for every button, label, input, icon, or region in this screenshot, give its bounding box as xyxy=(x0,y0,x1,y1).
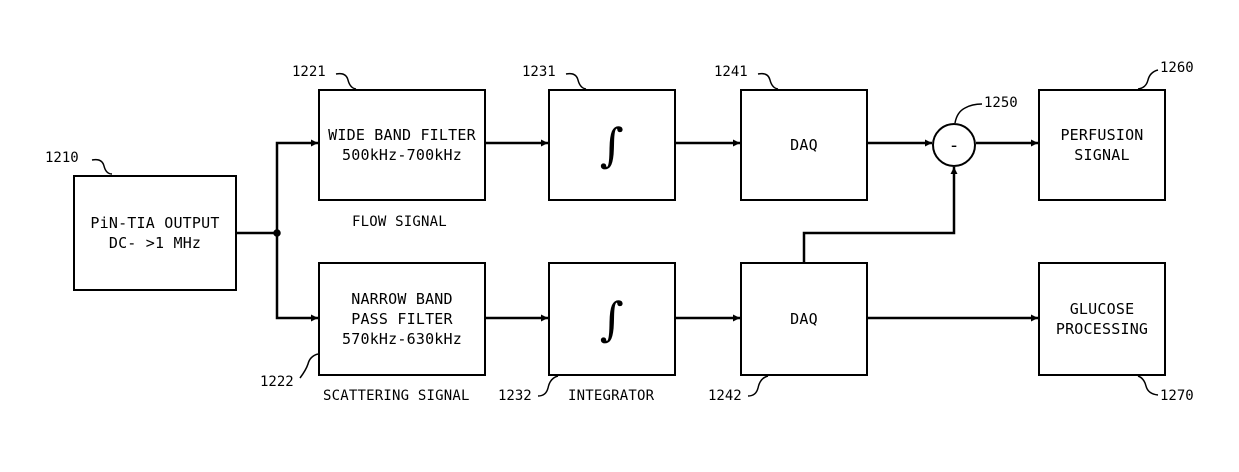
glucose-line1: GLUCOSE xyxy=(1070,299,1135,319)
ref-1241: 1241 xyxy=(714,64,748,80)
leader-1260 xyxy=(1138,70,1158,89)
wide-band-line2: 500kHz-700kHz xyxy=(342,145,462,165)
caption-integrator: INTEGRATOR xyxy=(568,388,654,404)
subtractor-symbol: - xyxy=(949,135,960,156)
glucose-line2: PROCESSING xyxy=(1056,319,1148,339)
pin-tia-line2: DC- >1 MHz xyxy=(109,233,201,253)
daq-bottom-label: DAQ xyxy=(790,309,818,329)
connector-to-wide-band xyxy=(277,143,318,233)
perfusion-line2: SIGNAL xyxy=(1074,145,1129,165)
pin-tia-output-block: PiN-TIA OUTPUT DC- >1 MHz xyxy=(73,175,237,291)
ref-1210: 1210 xyxy=(45,150,79,166)
ref-1270: 1270 xyxy=(1160,388,1194,404)
ref-1221: 1221 xyxy=(292,64,326,80)
leader-1250 xyxy=(955,104,982,123)
integral-symbol-bottom: ∫ xyxy=(600,296,624,342)
leader-1242 xyxy=(748,376,768,396)
perfusion-line1: PERFUSION xyxy=(1060,125,1143,145)
narrow-band-line2: PASS FILTER xyxy=(351,309,453,329)
leader-1222 xyxy=(300,354,318,378)
subtractor-node: - xyxy=(932,123,976,167)
integral-symbol-top: ∫ xyxy=(600,122,624,168)
connector-to-narrow-band xyxy=(277,233,318,318)
narrow-band-filter-block: NARROW BAND PASS FILTER 570kHz-630kHz xyxy=(318,262,486,376)
narrow-band-line3: 570kHz-630kHz xyxy=(342,329,462,349)
leader-1231 xyxy=(566,74,586,89)
wide-band-line1: WIDE BAND FILTER xyxy=(328,125,476,145)
integrator-top-block: ∫ xyxy=(548,89,676,201)
ref-1231: 1231 xyxy=(522,64,556,80)
pin-tia-line1: PiN-TIA OUTPUT xyxy=(90,213,219,233)
caption-scattering-signal: SCATTERING SIGNAL xyxy=(323,388,470,404)
daq-top-label: DAQ xyxy=(790,135,818,155)
leader-1241 xyxy=(758,74,778,89)
perfusion-signal-block: PERFUSION SIGNAL xyxy=(1038,89,1166,201)
ref-1242: 1242 xyxy=(708,388,742,404)
daq-bottom-block: DAQ xyxy=(740,262,868,376)
ref-1250: 1250 xyxy=(984,95,1018,111)
leader-1232 xyxy=(538,376,558,396)
wide-band-filter-block: WIDE BAND FILTER 500kHz-700kHz xyxy=(318,89,486,201)
narrow-band-line1: NARROW BAND xyxy=(351,289,453,309)
leader-1270 xyxy=(1138,376,1158,395)
leader-1210 xyxy=(92,160,112,174)
daq-top-block: DAQ xyxy=(740,89,868,201)
ref-1232: 1232 xyxy=(498,388,532,404)
leader-1221 xyxy=(336,74,356,89)
caption-flow-signal: FLOW SIGNAL xyxy=(352,214,447,230)
ref-1222: 1222 xyxy=(260,374,294,390)
ref-1260: 1260 xyxy=(1160,60,1194,76)
integrator-bottom-block: ∫ xyxy=(548,262,676,376)
glucose-processing-block: GLUCOSE PROCESSING xyxy=(1038,262,1166,376)
